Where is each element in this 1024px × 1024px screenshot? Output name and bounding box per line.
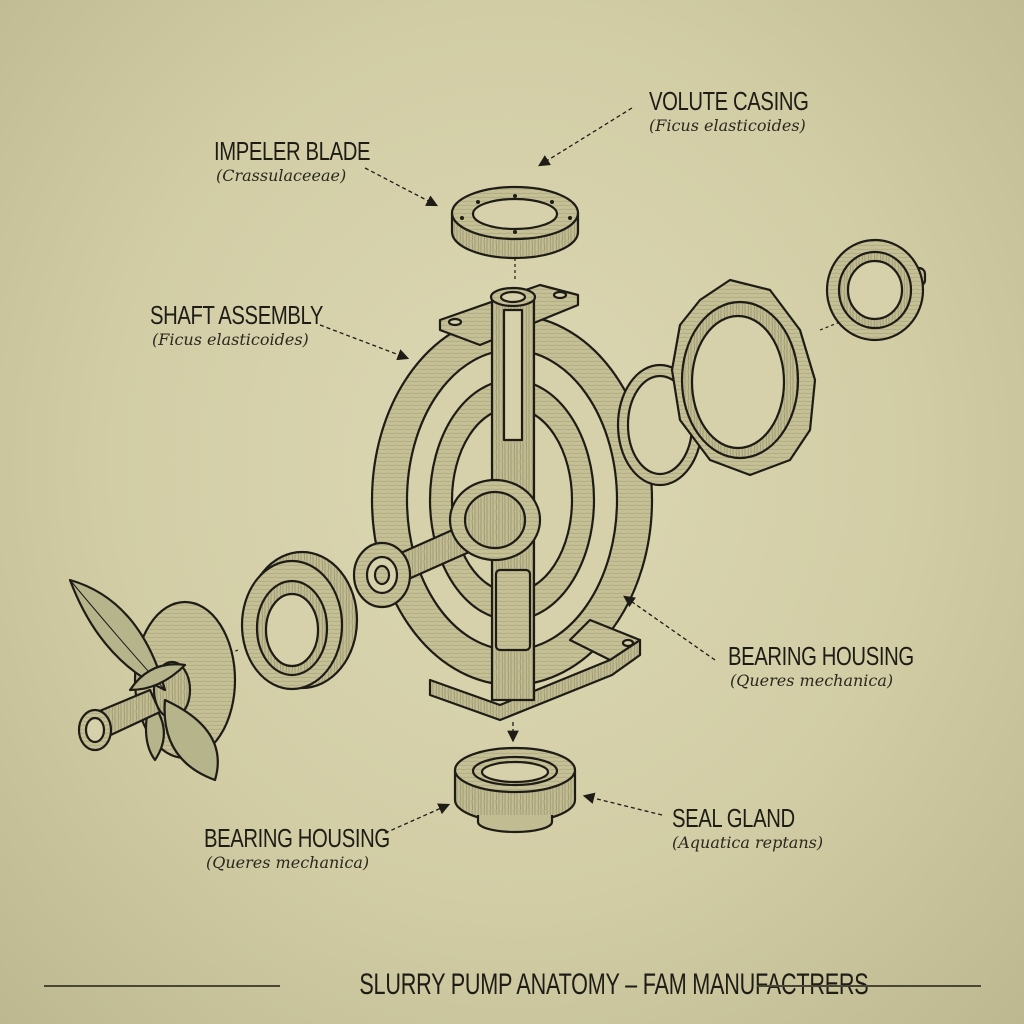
label-name: VOLUTE CASING <box>649 86 809 116</box>
far-right-bearing <box>825 238 927 342</box>
top-flange-ring <box>450 185 580 260</box>
label-latin: (Aquatica reptans) <box>672 833 824 852</box>
leader-lines <box>319 107 716 834</box>
label-volute-casing: VOLUTE CASING (Ficus elasticoides) <box>649 86 853 136</box>
castellated-ring <box>670 278 817 477</box>
leaf-impeller <box>68 578 237 782</box>
label-name: BEARING HOUSING <box>728 641 914 671</box>
leader-bearing-housing-right <box>623 595 716 661</box>
left-bearing-ring <box>240 550 359 691</box>
caption-rule-left <box>44 985 280 987</box>
label-bearing-housing-right: BEARING HOUSING (Queres mechanica) <box>728 641 966 691</box>
label-shaft-assembly: SHAFT ASSEMBLY (Ficus elasticoides) <box>150 300 372 350</box>
caption-title: SLURRY PUMP ANATOMY – FAM MANUFACTRERS <box>359 968 869 1001</box>
label-latin: (Queres mechanica) <box>730 671 894 690</box>
volute-body <box>352 283 654 722</box>
label-latin: (Queres mechanica) <box>206 853 370 872</box>
label-latin: (Crassulaceeae) <box>216 166 347 185</box>
label-name: IMPELER BLADE <box>214 136 371 166</box>
label-name: SHAFT ASSEMBLY <box>150 300 324 330</box>
leader-impeler-blade <box>364 167 439 207</box>
label-bearing-housing-left: BEARING HOUSING (Queres mechanica) <box>204 823 442 873</box>
label-impeler-blade: IMPELER BLADE (Crassulaceeae) <box>214 136 414 186</box>
leader-seal-gland <box>582 792 663 816</box>
label-name: SEAL GLAND <box>672 803 795 833</box>
leader-shaft-assembly <box>319 324 410 361</box>
label-latin: (Ficus elasticoides) <box>152 330 309 349</box>
label-name: BEARING HOUSING <box>204 823 390 853</box>
label-seal-gland: SEAL GLAND (Aquatica reptans) <box>672 803 829 853</box>
leader-volute-casing <box>538 107 633 167</box>
bottom-seal-gland <box>453 746 577 834</box>
caption-rule-right <box>757 985 981 987</box>
leader-bearing-housing-left <box>384 803 451 834</box>
caption-bar: SLURRY PUMP ANATOMY – FAM MANUFACTRERS <box>0 966 1024 1006</box>
label-latin: (Ficus elasticoides) <box>649 116 806 135</box>
